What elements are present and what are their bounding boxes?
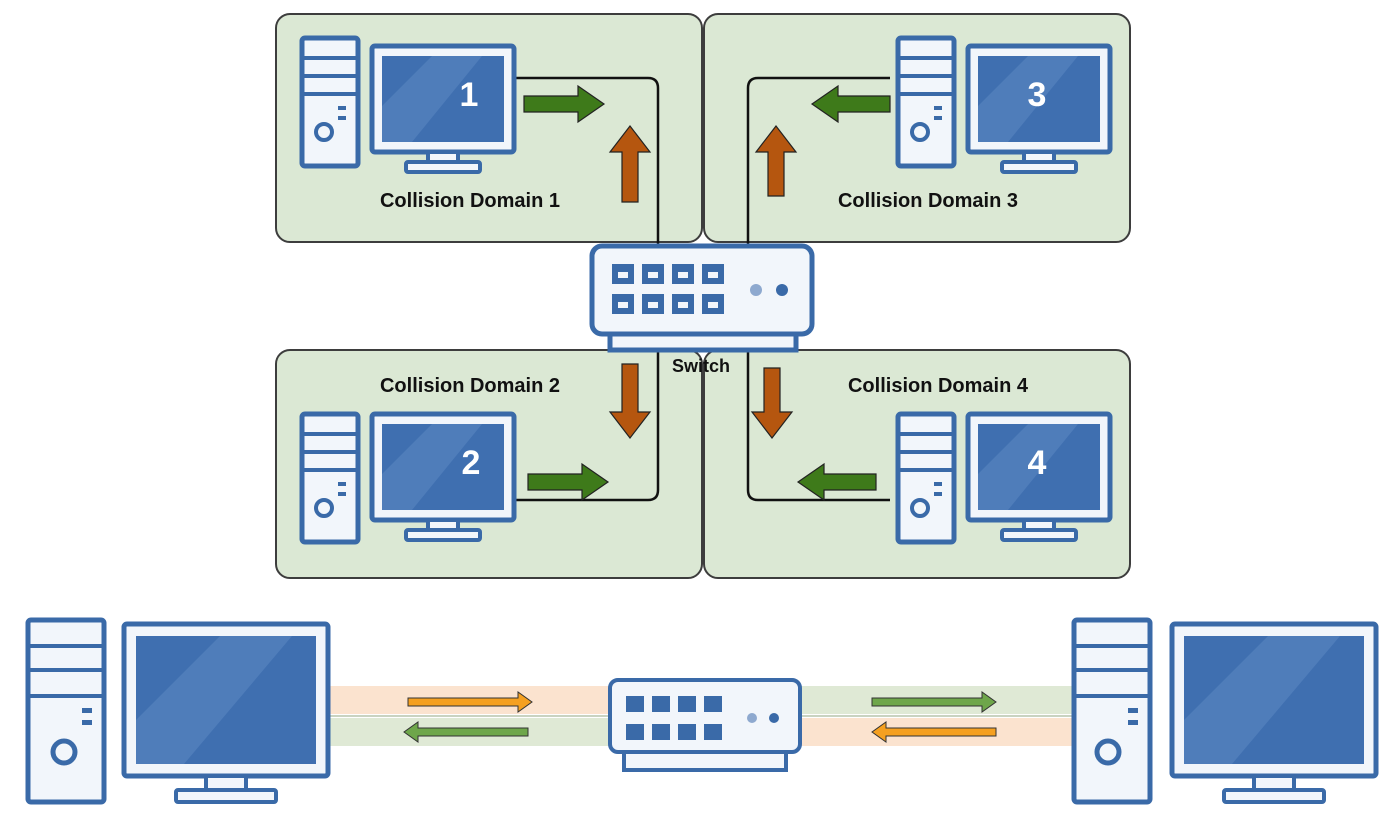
pc-number-4: 4 [1028,444,1047,482]
green-arrow-right-icon [527,462,610,502]
cables [514,76,890,502]
orange-arrow-right-icon [407,691,533,713]
switch-device-lower [608,678,802,772]
green-arrow-left-icon [810,84,891,124]
tower-icon [302,414,358,542]
tower-icon [898,38,954,166]
traffic-arrows [523,84,891,502]
green-arrow-right-icon [523,84,606,124]
brown-arrow-down-icon [608,363,652,439]
pc-number-1: 1 [460,76,479,114]
switch-label: Switch [672,356,730,376]
green-arrow-right-icon [871,691,997,713]
tower-icon [302,38,358,166]
brown-arrow-down-icon [750,367,794,439]
switch-icon [592,246,812,350]
collision-domain-4-label: Collision Domain 4 [848,375,1029,397]
monitor-icon [372,414,514,540]
orange-arrow-left-icon [871,721,997,743]
power-button-icon [50,738,78,766]
pc-number-2: 2 [462,444,481,482]
brown-arrow-up-icon [608,125,652,203]
computer-left [25,617,331,805]
full-duplex-link [25,617,1379,805]
brown-arrow-up-icon [754,125,798,197]
computer-right [1071,617,1379,805]
monitor-icon [372,46,514,172]
pc-number-3: 3 [1028,76,1047,114]
collision-domain-2-label: Collision Domain 2 [380,375,560,397]
computer-2: 2 [302,414,514,542]
collision-domain-1-label: Collision Domain 1 [380,190,560,212]
green-arrow-left-icon [796,462,877,502]
power-button-icon [1094,738,1122,766]
computer-1: 1 [302,38,514,172]
computer-4: 4 [898,414,1110,542]
computer-3: 3 [898,38,1110,172]
switch-device [592,246,812,350]
tower-icon [898,414,954,542]
collision-domain-3-label: Collision Domain 3 [838,190,1018,212]
green-arrow-left-icon [403,721,529,743]
